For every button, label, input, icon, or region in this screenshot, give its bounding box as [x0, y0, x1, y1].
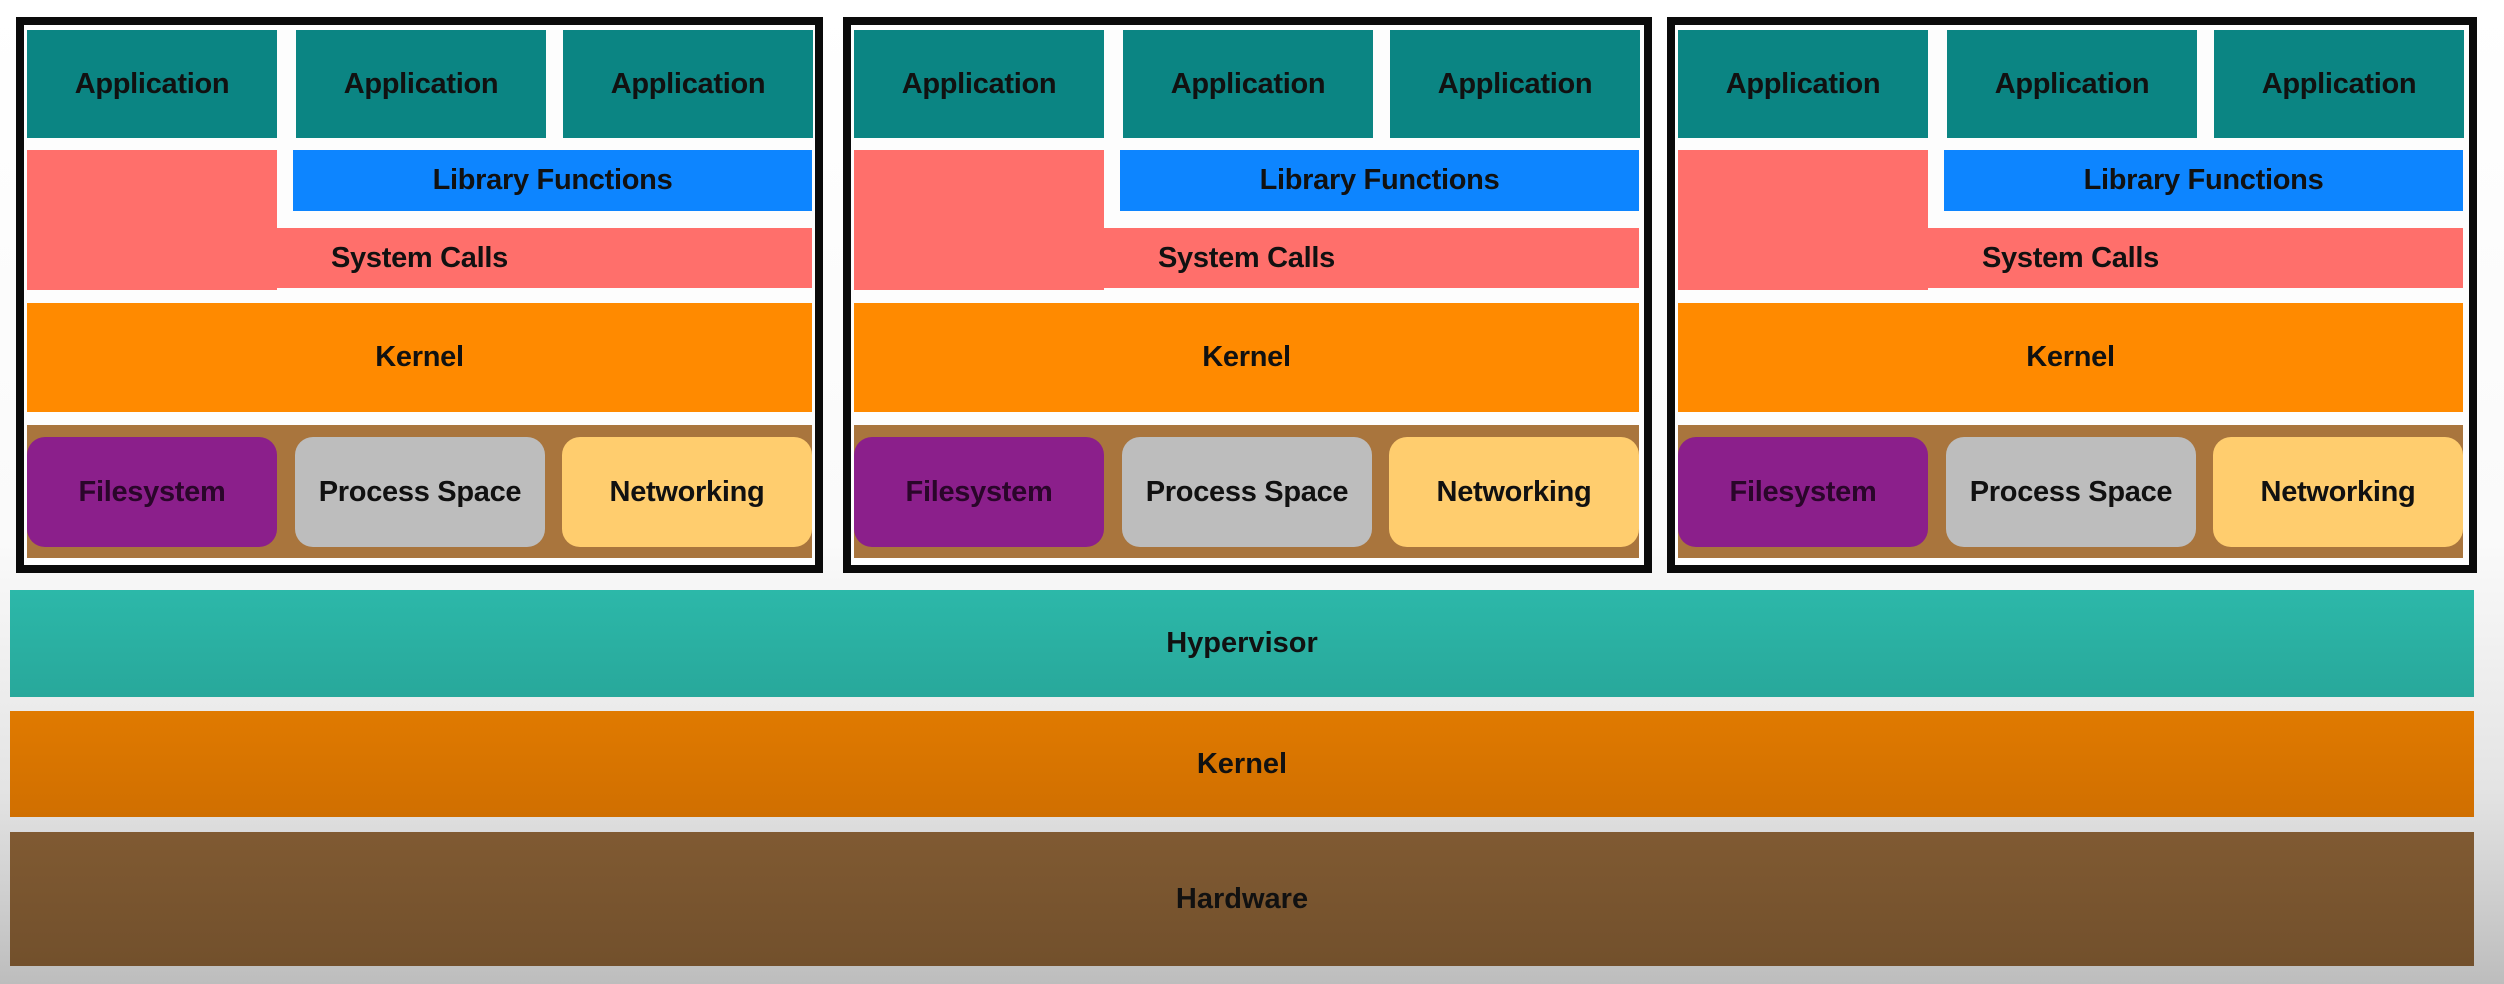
networking-box: Networking	[562, 437, 812, 547]
system-calls-box: System Calls	[1104, 228, 1639, 288]
system-calls-label: System Calls	[1982, 241, 2159, 274]
process-space-label: Process Space	[318, 475, 522, 508]
networking-box: Networking	[2213, 437, 2463, 547]
system-calls-box: System Calls	[277, 228, 812, 288]
process-space-box: Process Space	[1122, 437, 1372, 547]
application-box: Application	[563, 30, 813, 138]
filesystem-box: Filesystem	[854, 437, 1104, 547]
application-label: Application	[2261, 67, 2417, 100]
guest-kernel-label: Kernel	[2026, 341, 2115, 373]
application-label: Application	[1725, 67, 1881, 100]
application-box: Application	[1123, 30, 1373, 138]
guest-kernel-box: Kernel	[1678, 303, 2463, 412]
application-box: Application	[854, 30, 1104, 138]
system-calls-box: System Calls	[1928, 228, 2463, 288]
host-kernel-layer: Kernel	[10, 711, 2474, 817]
application-box: Application	[1678, 30, 1928, 138]
networking-label: Networking	[1436, 475, 1592, 508]
hardware-layer: Hardware	[10, 832, 2474, 966]
system-calls-direct-block	[854, 150, 1104, 290]
resources-band: Filesystem Process Space Networking	[27, 425, 812, 558]
system-calls-direct-block	[1678, 150, 1928, 290]
guest-kernel-label: Kernel	[1202, 341, 1291, 373]
library-functions-label: Library Functions	[432, 164, 673, 196]
hardware-label: Hardware	[1175, 882, 1309, 915]
resources-band: Filesystem Process Space Networking	[1678, 425, 2463, 558]
vm-frame-1: Application Application Application Libr…	[16, 17, 823, 573]
application-label: Application	[1994, 67, 2150, 100]
process-space-label: Process Space	[1145, 475, 1349, 508]
library-functions-box: Library Functions	[1120, 150, 1639, 211]
system-calls-direct-block	[27, 150, 277, 290]
guest-kernel-box: Kernel	[27, 303, 812, 412]
process-space-box: Process Space	[1946, 437, 2196, 547]
guest-kernel-label: Kernel	[375, 341, 464, 373]
library-functions-label: Library Functions	[1259, 164, 1500, 196]
library-functions-box: Library Functions	[293, 150, 812, 211]
vm-frame-2: Application Application Application Libr…	[843, 17, 1652, 573]
process-space-label: Process Space	[1969, 475, 2173, 508]
networking-box: Networking	[1389, 437, 1639, 547]
library-functions-label: Library Functions	[2083, 164, 2324, 196]
filesystem-box: Filesystem	[27, 437, 277, 547]
application-label: Application	[1437, 67, 1593, 100]
application-box: Application	[27, 30, 277, 138]
system-calls-label: System Calls	[1158, 241, 1335, 274]
application-box: Application	[1947, 30, 2197, 138]
system-calls-label: System Calls	[331, 241, 508, 274]
vm-frame-3: Application Application Application Libr…	[1667, 17, 2477, 573]
application-label: Application	[610, 67, 766, 100]
process-space-box: Process Space	[295, 437, 545, 547]
application-box: Application	[2214, 30, 2464, 138]
application-label: Application	[343, 67, 499, 100]
library-functions-box: Library Functions	[1944, 150, 2463, 211]
host-kernel-label: Kernel	[1196, 747, 1288, 780]
filesystem-label: Filesystem	[78, 475, 226, 508]
application-box: Application	[1390, 30, 1640, 138]
application-label: Application	[1170, 67, 1326, 100]
application-label: Application	[74, 67, 230, 100]
filesystem-label: Filesystem	[1729, 475, 1877, 508]
hypervisor-label: Hypervisor	[1166, 627, 1318, 659]
application-label: Application	[901, 67, 1057, 100]
networking-label: Networking	[2260, 475, 2416, 508]
filesystem-label: Filesystem	[905, 475, 1053, 508]
filesystem-box: Filesystem	[1678, 437, 1928, 547]
networking-label: Networking	[609, 475, 765, 508]
hypervisor-layer: Hypervisor	[10, 590, 2474, 697]
application-box: Application	[296, 30, 546, 138]
guest-kernel-box: Kernel	[854, 303, 1639, 412]
resources-band: Filesystem Process Space Networking	[854, 425, 1639, 558]
